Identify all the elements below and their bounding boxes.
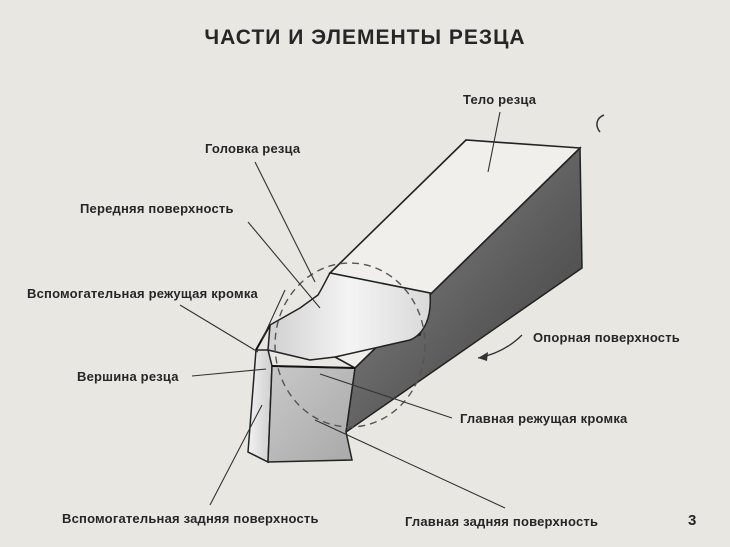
corner-mark <box>596 114 605 133</box>
main-flank-face <box>267 365 356 463</box>
leader-golovka <box>254 161 316 283</box>
main-cutting-edge <box>271 365 356 369</box>
page-title: ЧАСТИ И ЭЛЕМЕНТЫ РЕЗЦА <box>204 26 526 49</box>
rake-face <box>267 272 432 361</box>
leader-perednyaya <box>247 221 321 309</box>
leader-telo <box>487 111 501 173</box>
support-arrow-head <box>478 352 488 361</box>
label-vspom-kromka: Вспомогательная режущая кромка <box>27 286 258 301</box>
leader-vspom-kromka-2 <box>179 304 259 353</box>
label-vspom-zadnyaya: Вспомогательная задняя поверхность <box>62 511 319 526</box>
leader-glavnaya-kromka <box>319 373 453 419</box>
label-glavnaya-kromka: Главная режущая кромка <box>460 411 628 426</box>
label-vershina: Вершина резца <box>77 369 179 384</box>
page-number: 3 <box>688 512 697 529</box>
label-glavnaya-zadnyaya: Главная задняя поверхность <box>405 514 599 529</box>
head-marker-circle <box>274 262 426 428</box>
label-perednyaya: Передняя поверхность <box>80 201 234 216</box>
label-golovka: Головка резца <box>205 141 301 156</box>
leader-vspom-zadnyaya <box>209 404 263 506</box>
label-telo: Тело резца <box>463 92 537 107</box>
leader-glavnaya-zadnyaya <box>314 419 506 509</box>
label-opornaya: Опорная поверхность <box>533 330 680 345</box>
leader-vspom-kromka <box>261 289 286 341</box>
leader-vershina <box>191 368 267 377</box>
